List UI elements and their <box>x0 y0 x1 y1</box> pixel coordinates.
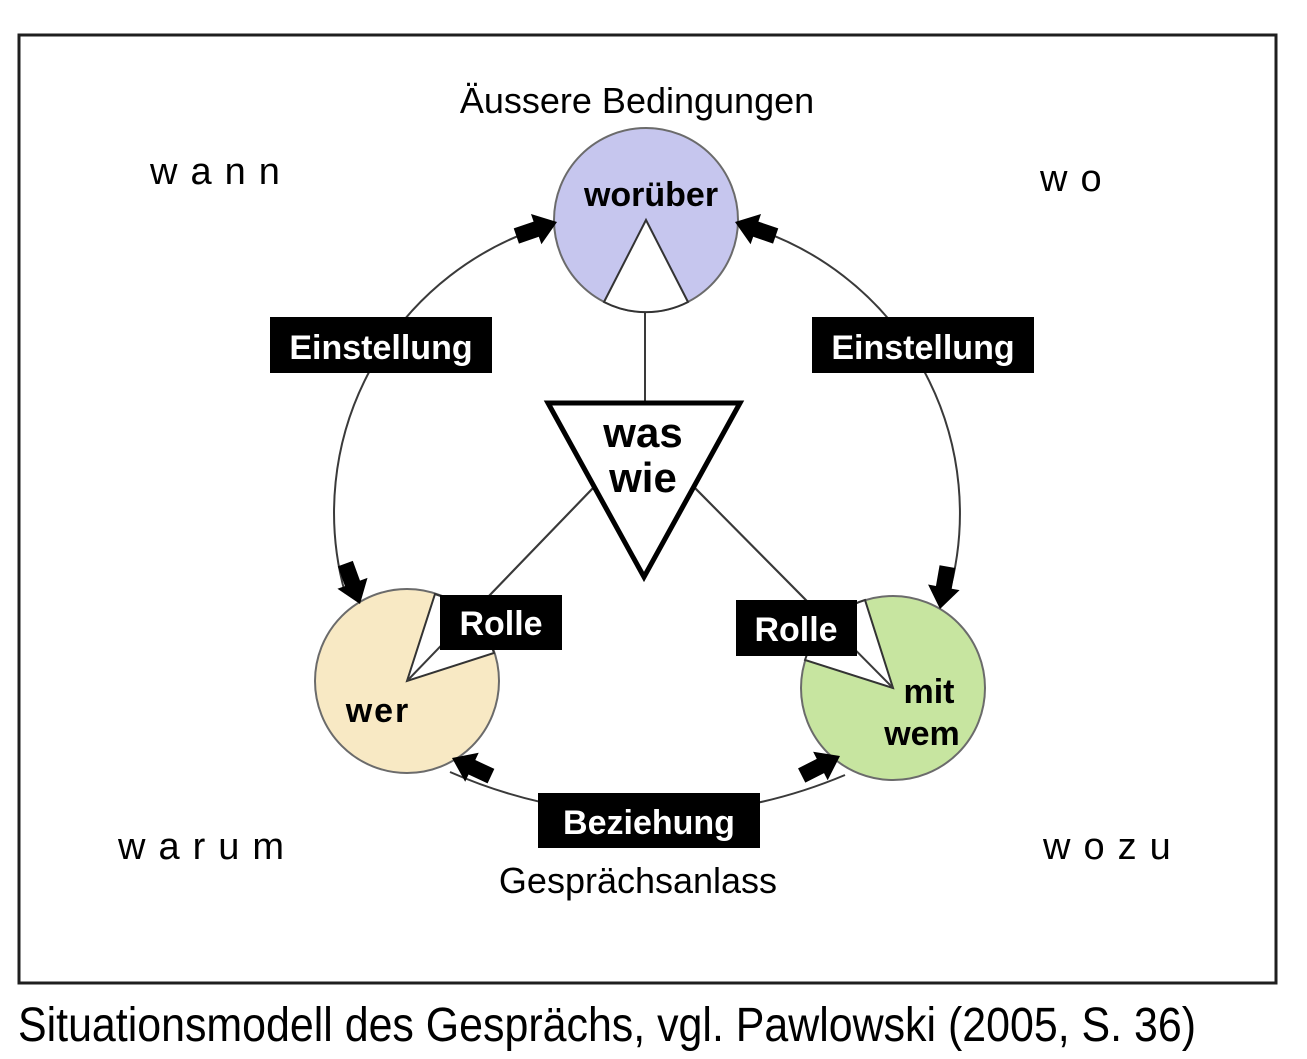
connector-into-partner-wedge <box>693 486 894 689</box>
outer-conditions-label: Äussere Bedingungen <box>460 80 814 121</box>
partner-circle-label-line1: mit <box>904 673 955 711</box>
figure-caption: Situationsmodell des Gesprächs, vgl. Paw… <box>18 999 1196 1052</box>
rolle-left-box <box>440 595 562 650</box>
connector-into-self-wedge <box>406 486 595 682</box>
corner-word-wann: wann <box>149 151 293 193</box>
rolle-right-box <box>736 600 857 656</box>
rolle-right-label: Rolle <box>754 611 837 649</box>
topic-circle-wedge <box>602 217 690 314</box>
conversation-occasion-label: Gesprächsanlass <box>499 860 777 901</box>
beziehung-box <box>538 793 760 848</box>
einstellung-left-label: Einstellung <box>289 329 472 367</box>
einstellung-right-box <box>812 317 1034 373</box>
topic-circle-label: worüber <box>583 176 718 214</box>
beziehung-label: Beziehung <box>563 804 735 842</box>
rolle-left-label: Rolle <box>459 605 542 643</box>
message-triangle-label-line2: wie <box>608 454 677 501</box>
corner-word-wo: wo <box>1039 158 1115 200</box>
corner-word-warum: warum <box>117 826 297 868</box>
einstellung-left-box <box>270 317 492 373</box>
self-circle-label: wer <box>345 692 411 730</box>
message-triangle <box>543 400 745 583</box>
corner-word-wozu: wozu <box>1042 826 1184 868</box>
message-triangle-label-line1: was <box>602 409 682 456</box>
einstellung-right-label: Einstellung <box>831 329 1014 367</box>
partner-circle-label-line2: wem <box>883 715 960 753</box>
